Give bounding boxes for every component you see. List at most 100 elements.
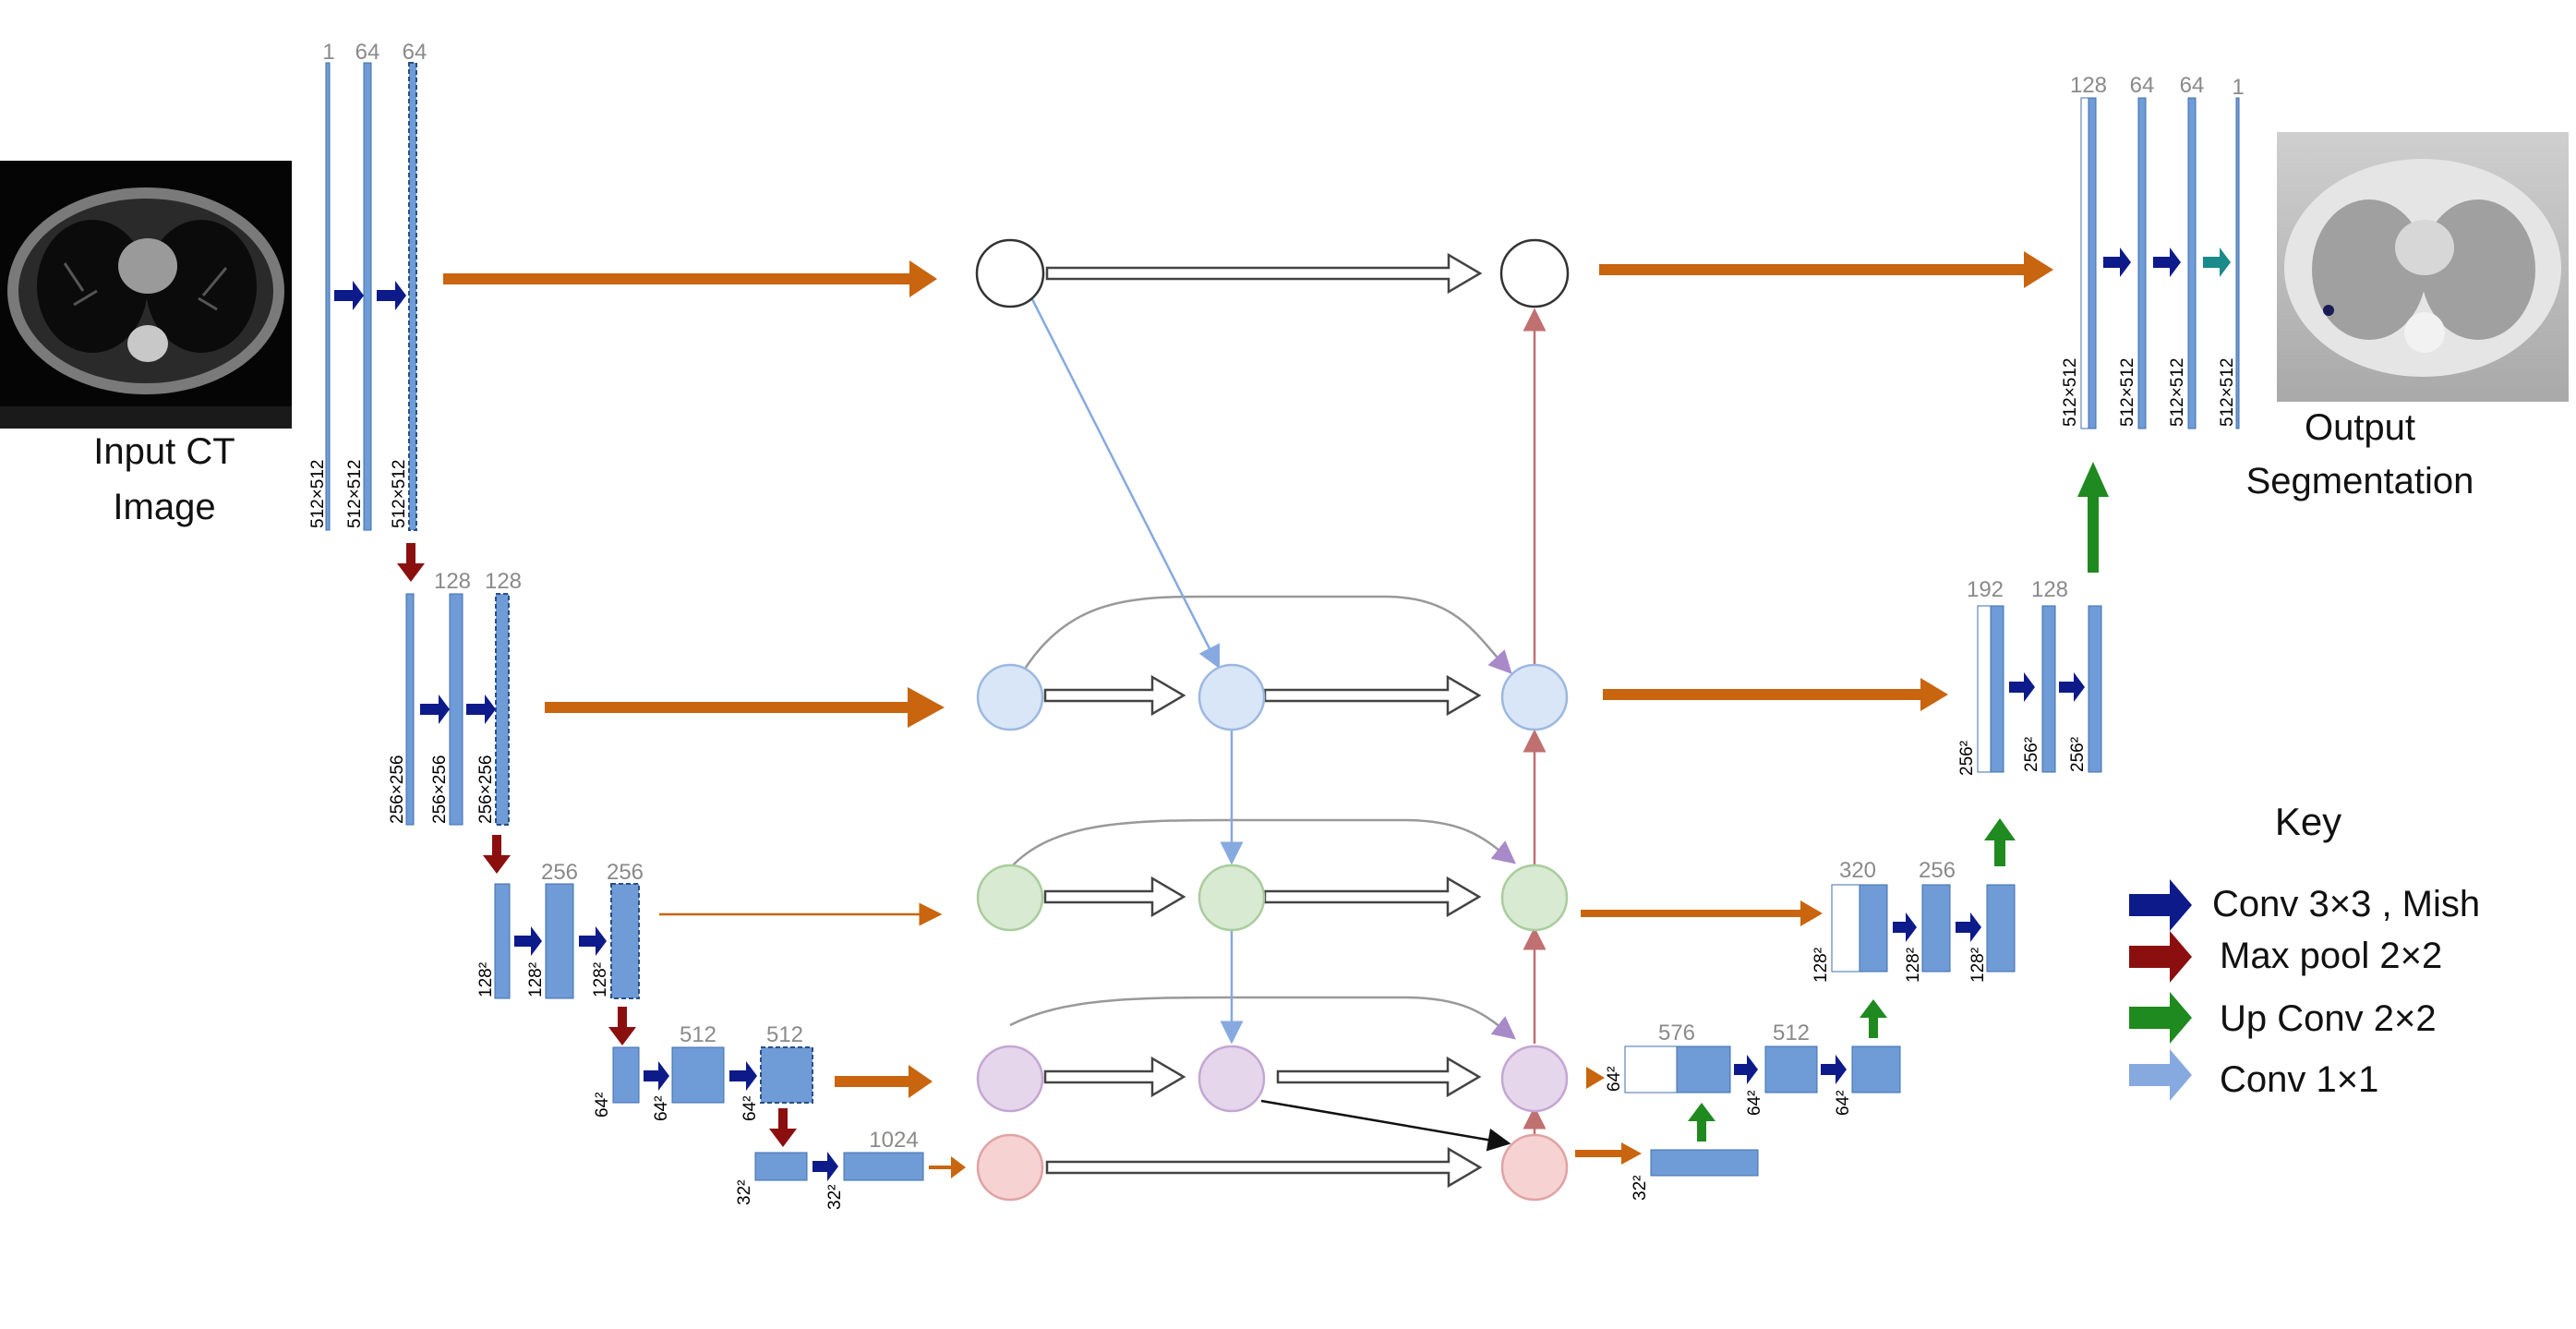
channel-label: 1 (2232, 75, 2244, 100)
feature-map-block (1676, 1045, 1731, 1093)
size-label: 512×512 (390, 460, 409, 529)
skip-arrow (1599, 251, 2053, 288)
channel-label: 1024 (869, 1128, 918, 1153)
conv3x3-arrow (2009, 672, 2035, 702)
legend-item-label: Max pool 2×2 (2220, 936, 2442, 976)
size-label: 32² (735, 1180, 754, 1205)
size-label: 256² (2068, 737, 2088, 772)
node-x32 (1500, 1045, 1569, 1113)
size-label: 32² (1631, 1176, 1650, 1201)
feature-map-block (2088, 605, 2102, 773)
legend: Key Conv 3×3 , Mish Max pool 2×2 Up Conv… (2129, 800, 2480, 1101)
maxpool-arrow (397, 543, 425, 582)
conv3x3-arrow (644, 1061, 669, 1091)
hollow-arrow (1263, 674, 1482, 717)
output-segmentation-image (2277, 132, 2569, 402)
encoder-level3: 256 256 128² 128² 128² (476, 860, 644, 1045)
feature-map-block (1764, 1045, 1818, 1093)
feature-map-block (2187, 97, 2197, 429)
decoder-level1: 128 64 64 1 512×512 512×512 512×512 512×… (2061, 73, 2245, 429)
channel-label: 320 (1839, 858, 1876, 883)
size-label: 64² (652, 1096, 671, 1121)
hollow-arrow (1045, 1146, 1483, 1189)
nested-grid-nodes (975, 238, 1570, 1202)
size-label: 128² (591, 962, 610, 997)
size-label: 64² (1834, 1091, 1853, 1116)
conv3x3-arrow (2103, 248, 2131, 277)
feature-map-block (612, 1046, 640, 1104)
conv1x1-connection (1030, 298, 1221, 670)
node-x41 (1500, 1133, 1569, 1202)
feature-map-block (2137, 97, 2147, 429)
hollow-arrow (1043, 876, 1186, 918)
maxpool-arrow (483, 835, 511, 874)
node-x21 (1198, 864, 1266, 932)
size-label: 256² (1957, 741, 1977, 776)
decoder-level3: 320 256 128² 128² 128² (1812, 818, 2016, 983)
conv3x3-arrow (729, 1061, 757, 1091)
legend-conv1x1-icon (2129, 1049, 2192, 1101)
hollow-arrow (1276, 1056, 1482, 1098)
output-caption: Output Segmentation (2246, 407, 2474, 501)
encoder-level2: 128 128 256×256 256×256 256×256 (388, 569, 522, 874)
channel-label: 512 (680, 1022, 716, 1047)
feature-map-block (610, 883, 640, 999)
hollow-arrow (1043, 674, 1186, 717)
upconv-arrow (1860, 999, 1887, 1038)
encoder-level1: 1 64 64 512×512 512×512 512×512 (308, 40, 427, 582)
decoder-level2: 192 128 256² 256² 256² (1957, 462, 2109, 776)
node-x10 (976, 663, 1044, 731)
feature-map-block (494, 883, 511, 999)
conv3x3-arrow (1956, 912, 1981, 942)
encoder-skip-arrows (443, 260, 945, 1098)
encoder-level4: 512 512 64² 64² 64² (593, 1022, 813, 1147)
channel-label: 128 (485, 569, 522, 594)
conv3x3-arrow (1734, 1055, 1758, 1084)
skip-arrow (443, 260, 937, 297)
upconv-arrow (1984, 818, 2016, 866)
conv3x3-arrow (1893, 912, 1917, 942)
node-x22 (1500, 864, 1569, 932)
feature-map-block (2041, 605, 2056, 773)
input-caption-line1: Input CT (93, 431, 235, 472)
feature-map-block (760, 1046, 813, 1104)
skip-arrow (1603, 678, 1948, 711)
decoder-level5: 32² (1631, 1103, 1759, 1201)
feature-map-block (325, 62, 331, 531)
node-x04 (1499, 238, 1570, 308)
feature-map-block (1624, 1045, 1678, 1093)
feature-map-block (2235, 97, 2240, 429)
hollow-arrow (1043, 1056, 1186, 1098)
size-label: 32² (825, 1185, 845, 1210)
skip-arrow (835, 1065, 933, 1098)
feature-map-block (1859, 884, 1888, 973)
node-x00 (975, 238, 1045, 308)
upconv-arrow (1688, 1103, 1715, 1142)
size-label: 256² (2022, 737, 2041, 772)
size-label: 256×256 (476, 755, 496, 825)
node-x40 (976, 1133, 1044, 1202)
channel-label: 64 (355, 40, 380, 65)
node-x11 (1198, 663, 1266, 731)
channel-label: 1 (322, 40, 334, 65)
skip-arrow (929, 1156, 966, 1178)
channel-label: 128 (2031, 577, 2068, 602)
skip-arrow (1581, 900, 1823, 926)
feature-map-block (843, 1152, 924, 1181)
decoder-skip-arrows (1575, 251, 2053, 1165)
feature-map-block (1977, 605, 1992, 773)
feature-map-block (1986, 884, 2016, 973)
input-caption-line2: Image (113, 487, 215, 527)
legend-item-label: Conv 3×3 , Mish (2212, 884, 2480, 924)
size-label: 512×512 (2118, 358, 2137, 428)
feature-map-block (405, 593, 415, 826)
legend-maxpool-icon (2129, 931, 2192, 983)
node-x20 (976, 864, 1044, 932)
feature-map-block (2088, 97, 2097, 429)
conv3x3-arrow (2153, 248, 2181, 277)
conv3x3-arrow (579, 926, 607, 956)
size-label: 256×256 (388, 755, 407, 825)
size-label: 128² (526, 962, 546, 997)
channel-label: 64 (2130, 73, 2155, 98)
